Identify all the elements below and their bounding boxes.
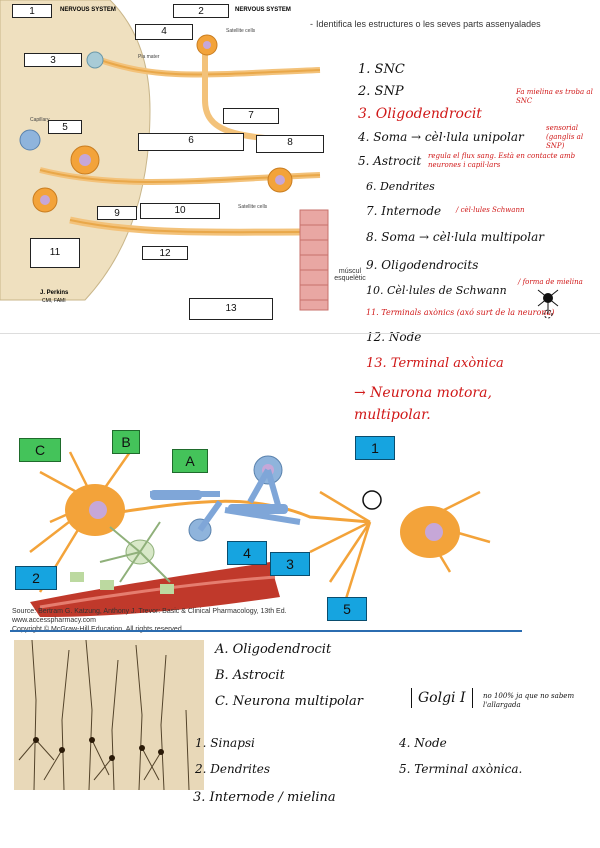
answer-9: 9. Oligodendrocits: [366, 258, 478, 272]
top-diagram: [0, 0, 345, 320]
label-b: B: [112, 430, 140, 454]
schwann-sketch-icon: [536, 288, 566, 320]
label-box-13: 13: [189, 298, 273, 320]
answer-10: 10. Cèl·lules de Schwann: [366, 284, 507, 297]
answer-3: 3. Oligodendrocit: [358, 106, 482, 122]
answer-3-note: Fa mielina es troba al SNC: [516, 88, 596, 106]
answer-1-bottom: 1. Sinapsi: [195, 736, 255, 750]
label-c: C: [19, 438, 61, 462]
answer-1: 1. SNC: [358, 62, 405, 77]
author-sub: CMI, FAMI: [42, 298, 66, 304]
answer-2-bottom: 2. Dendrites: [195, 762, 270, 776]
instruction-text: - Identifica les estructures o les seves…: [316, 18, 586, 31]
label-a: A: [172, 449, 208, 473]
label-box-1: 1: [12, 4, 52, 18]
label-box-11: 11: [30, 238, 80, 268]
label-box-4: 4: [135, 24, 193, 40]
label-box-10: 10: [140, 203, 220, 219]
label-2: 2: [15, 566, 57, 590]
answer-13: 13. Terminal axònica: [366, 356, 504, 371]
micrograph-image: [14, 640, 204, 790]
site-line: www.accesspharmacy.com: [12, 617, 96, 624]
answer-4-bottom: 4. Node: [399, 736, 447, 750]
label-box-9: 9: [97, 206, 137, 220]
answer-5-note: regula el flux sang. Està en contacte am…: [428, 152, 598, 170]
label-3: 3: [270, 552, 310, 576]
label-satellite: Satellite cells: [226, 28, 255, 34]
label-pia: Pia mater: [138, 54, 159, 60]
answers-bottom: A. Oligodendrocit B. Astrocit C. Neurona…: [215, 640, 600, 840]
answer-13-sub: → Neurona motora, multipolar.: [354, 382, 524, 426]
label-satellite-2: Satellite cells: [238, 204, 267, 210]
header-left: NERVOUS SYSTEM: [60, 7, 116, 13]
label-box-3: 3: [24, 53, 82, 67]
author: J. Perkins: [40, 290, 68, 296]
answer-11: 11. Terminals axònics (axó surt de la ne…: [366, 308, 554, 317]
answer-7: 7. Internode: [366, 204, 441, 218]
answer-5-bottom: 5. Terminal axònica.: [399, 762, 522, 776]
label-box-7: 7: [223, 108, 279, 124]
label-box-6: 6: [138, 133, 244, 151]
answer-4-note: sensorial (ganglis al SNP): [546, 124, 596, 151]
source-line: Source: Bertram G. Katzung, Anthony J. T…: [12, 608, 287, 615]
answer-golgi: Golgi I: [411, 688, 473, 708]
label-1: 1: [355, 436, 395, 460]
label-box-8: 8: [256, 135, 324, 153]
answer-8: 8. Soma → cèl·lula multipolar: [366, 230, 544, 244]
answer-b: B. Astrocit: [215, 668, 285, 683]
answer-c: C. Neurona multipolar: [215, 694, 363, 709]
middle-diagram: [10, 432, 520, 617]
label-capillary: Capillary: [30, 117, 49, 123]
answer-6: 6. Dendrites: [366, 180, 435, 193]
label-5: 5: [327, 597, 367, 621]
middle-diagram-art: [10, 432, 520, 617]
micrograph-art: [14, 640, 204, 790]
label-box-12: 12: [142, 246, 188, 260]
separator-top: [0, 333, 600, 334]
label-4: 4: [227, 541, 267, 565]
answer-7-note: / cèl·lules Schwann: [456, 206, 524, 214]
header-right: NERVOUS SYSTEM: [235, 7, 291, 13]
answer-5: 5. Astrocit: [358, 154, 421, 168]
answer-a: A. Oligodendrocit: [215, 642, 331, 657]
answer-4: 4. Soma → cèl·lula unipolar: [358, 130, 524, 144]
top-diagram-art: [0, 0, 345, 320]
separator-blue: [10, 630, 522, 632]
answer-golgi-note: no 100% ja que no sabem l'allargada: [483, 692, 595, 710]
answer-10-note: / forma de mielina: [518, 278, 583, 286]
answer-2: 2. SNP: [358, 84, 404, 99]
answers-top: 1. SNC 2. SNP 3. Oligodendrocit Fa mieli…: [358, 62, 598, 442]
label-box-2: 2: [173, 4, 229, 18]
answer-3-bottom: 3. Internode / mielina: [193, 790, 336, 805]
label-box-5: 5: [48, 120, 82, 134]
